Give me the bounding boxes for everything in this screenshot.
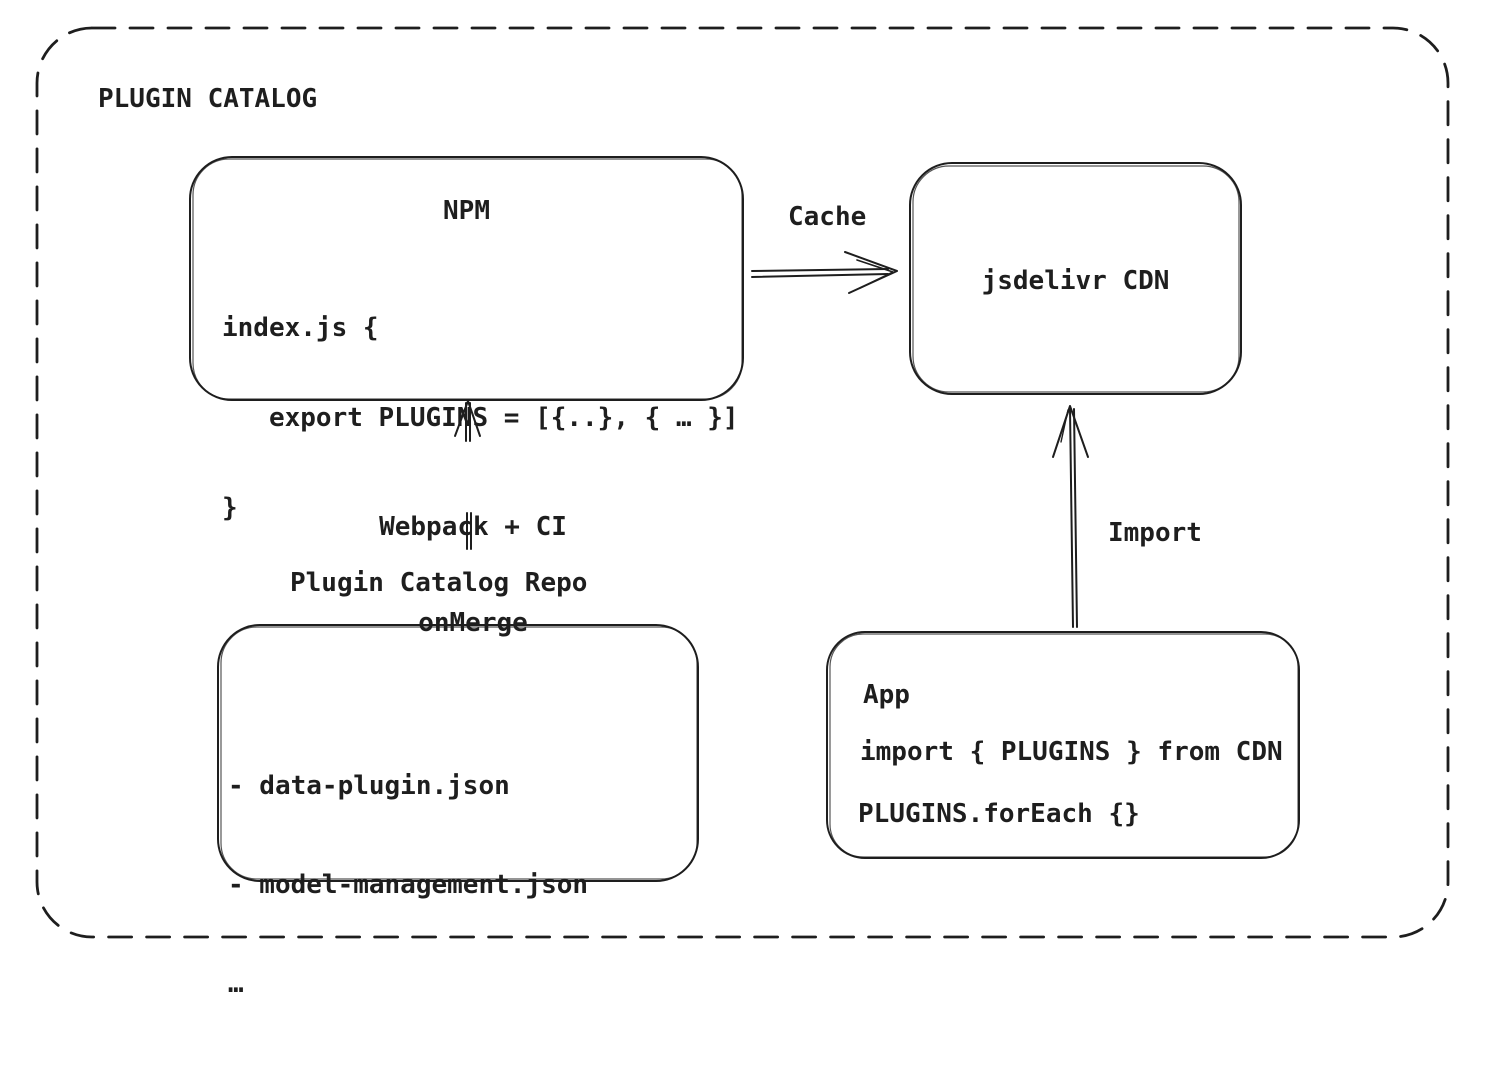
repo-box-label: Plugin Catalog Repo bbox=[290, 568, 588, 598]
app-code-line: PLUGINS.forEach {} bbox=[858, 799, 1140, 829]
build-arrow-tail bbox=[466, 512, 472, 550]
build-arrow-label-line: onMerge bbox=[418, 608, 528, 638]
npm-box bbox=[189, 156, 744, 401]
npm-box-title: NPM bbox=[443, 196, 490, 226]
app-code-line: import { PLUGINS } from CDN bbox=[860, 737, 1283, 767]
cdn-box-label: jsdelivr CDN bbox=[981, 266, 1170, 296]
plugin-catalog-diagram: PLUGIN CATALOG NPM index.js { export PLU… bbox=[35, 26, 1450, 999]
cdn-box bbox=[909, 162, 1242, 395]
diagram-title: PLUGIN CATALOG bbox=[98, 84, 318, 114]
build-arrow-label: Webpack + CI onMerge bbox=[335, 447, 611, 703]
npm-code-line: } bbox=[222, 493, 238, 523]
npm-code-line: export PLUGINS = [{..}, { … }] bbox=[222, 403, 739, 433]
cache-arrow-label: Cache bbox=[788, 202, 867, 232]
app-box-sketch-stroke bbox=[829, 633, 1299, 858]
build-arrow-head bbox=[454, 400, 481, 442]
npm-code-line: index.js { bbox=[222, 313, 379, 343]
repo-file-item: … bbox=[228, 969, 244, 999]
import-arrow bbox=[1052, 405, 1089, 628]
build-arrow-label-line: Webpack + CI bbox=[379, 512, 567, 542]
cache-arrow bbox=[751, 251, 898, 294]
import-arrow-label: Import bbox=[1108, 518, 1202, 548]
npm-box-sketch-stroke bbox=[192, 158, 743, 400]
repo-file-item: - data-plugin.json bbox=[228, 771, 510, 801]
app-box-title: App bbox=[863, 680, 910, 710]
npm-code-block: index.js { export PLUGINS = [{..}, { … }… bbox=[222, 253, 739, 583]
catalog-boundary-border bbox=[35, 26, 1450, 939]
repo-file-item: - model-management.json bbox=[228, 870, 589, 900]
app-box bbox=[826, 631, 1300, 859]
repo-box-sketch-stroke bbox=[220, 626, 698, 880]
diagram-canvas bbox=[35, 26, 1450, 939]
repo-box bbox=[217, 624, 699, 882]
cdn-box-sketch-stroke bbox=[912, 165, 1240, 393]
repo-file-list: - data-plugin.json - model-management.js… bbox=[228, 704, 588, 1067]
